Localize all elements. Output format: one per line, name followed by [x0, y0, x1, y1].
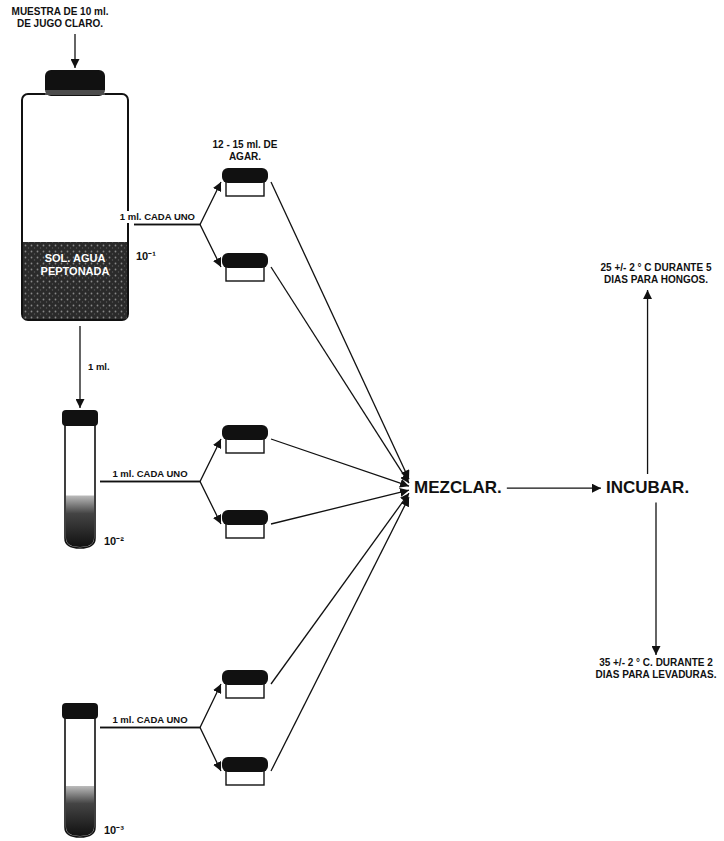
flow-arrow [100, 439, 221, 482]
flow-arrow [79, 326, 80, 408]
dish-lid [222, 168, 268, 183]
transfer-volume: 1 ml. CADA UNO [110, 468, 189, 479]
petri-dish [222, 425, 268, 453]
petri-dish [222, 510, 268, 538]
flow-arrow [74, 34, 75, 68]
tube-body [65, 717, 95, 837]
tube-liquid [66, 496, 94, 547]
dish-lid [222, 510, 268, 525]
step-label: 25 +/- 2 ° C DURANTE 5 DIAS PARA HONGOS. [595, 262, 717, 286]
bottle-liquid [23, 242, 127, 319]
step-label: MUESTRA DE 10 ml. DE JUGO CLARO. [10, 6, 110, 30]
transfer-volume: 1 ml. [86, 361, 112, 372]
dilution-bottle-drawing [18, 70, 132, 322]
petri-dish-drawing [222, 670, 268, 698]
tube-body [65, 424, 95, 548]
agar-note: 12 - 15 ml. DE AGAR. [212, 139, 278, 163]
dilution-label: 10⁻² [104, 535, 124, 548]
dish-lid [222, 425, 268, 440]
petri-dish [222, 253, 268, 281]
step-text: MEZCLAR. [414, 478, 502, 498]
petri-dish-drawing [222, 425, 268, 453]
petri-dish: 12 - 15 ml. DE AGAR. [222, 168, 268, 196]
petri-dish-drawing [222, 757, 268, 785]
step-label: INCUBAR. [606, 478, 689, 498]
step-text: MUESTRA DE 10 ml. DE JUGO CLARO. [10, 6, 110, 30]
tube-cap [62, 410, 98, 426]
transfer-volume: 1 ml. CADA UNO [110, 714, 189, 725]
test-tube-drawing [62, 703, 98, 837]
step-label: 35 +/- 2 ° C. DURANTE 2 DIAS PARA LEVADU… [595, 657, 717, 681]
test-tube: 10⁻³ [62, 703, 98, 837]
transfer-volume: 1 ml. CADA UNO [118, 211, 197, 222]
flow-arrow [271, 267, 409, 483]
flow-arrow [100, 728, 221, 772]
petri-dish-drawing [222, 253, 268, 281]
step-text: 25 +/- 2 ° C DURANTE 5 DIAS PARA HONGOS. [595, 262, 717, 286]
flow-arrow [100, 684, 221, 728]
petri-dish-drawing [222, 168, 268, 196]
dish-lid [222, 757, 268, 772]
step-label: MEZCLAR. [414, 478, 502, 498]
dish-lid [222, 253, 268, 268]
dilution-label: 10⁻³ [104, 824, 124, 837]
flow-arrow [507, 488, 601, 489]
petri-dish [222, 757, 268, 785]
test-tube-drawing [62, 410, 98, 548]
bottle-cap [45, 70, 105, 96]
flow-arrow [271, 490, 409, 524]
step-text: INCUBAR. [606, 478, 689, 498]
step-text: 35 +/- 2 ° C. DURANTE 2 DIAS PARA LEVADU… [595, 657, 717, 681]
flow-arrow [100, 482, 221, 525]
cap-rim [45, 90, 105, 95]
solution-label: SOL. AGUA PEPTONADA [25, 252, 125, 278]
petri-dish [222, 670, 268, 698]
dish-lid [222, 670, 268, 685]
tube-cap [62, 703, 98, 719]
flow-arrow [271, 493, 409, 684]
flow-arrow [134, 225, 221, 268]
petri-dish-drawing [222, 510, 268, 538]
tube-liquid [66, 786, 94, 836]
flow-arrow [271, 439, 409, 486]
flow-arrow [647, 290, 648, 474]
dilution-bottle: SOL. AGUA PEPTONADA10⁻¹ [18, 70, 132, 322]
flow-arrow [271, 497, 409, 771]
bottle-body [22, 94, 128, 320]
flow-arrow [271, 182, 409, 479]
test-tube: 10⁻² [62, 410, 98, 548]
flow-arrow [655, 502, 656, 655]
dilution-label: 10⁻¹ [136, 250, 156, 263]
